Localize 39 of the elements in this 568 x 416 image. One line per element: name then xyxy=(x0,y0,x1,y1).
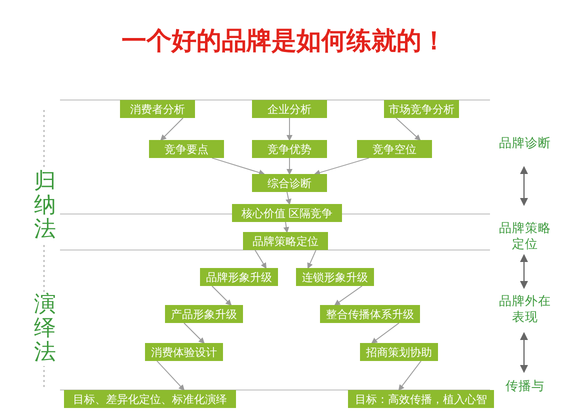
stage-label: 品牌策略定位 xyxy=(499,220,551,252)
arrow xyxy=(156,360,185,391)
process-box: 竞争优势 xyxy=(252,140,327,158)
process-box: 产品形象升级 xyxy=(165,305,243,323)
arrow xyxy=(254,250,267,269)
process-box: 品牌策略定位 xyxy=(243,232,328,250)
process-box: 综合诊断 xyxy=(252,174,327,192)
process-box: 竞争要点 xyxy=(149,140,224,158)
arrow xyxy=(307,250,316,269)
method-label: 归纳法 xyxy=(34,170,56,243)
title: 一个好的品牌是如何练就的！ xyxy=(120,25,448,57)
process-box: 品牌形象升级 xyxy=(200,268,278,286)
arrow xyxy=(184,322,205,344)
process-box: 市场竞争分析 xyxy=(384,100,459,118)
stage-label: 品牌诊断 xyxy=(499,135,551,151)
arrow xyxy=(160,118,184,141)
arrow xyxy=(283,222,290,233)
arrow xyxy=(314,158,370,176)
process-box: 目标、差异化定位、标准化演绎 xyxy=(64,390,236,408)
arrow xyxy=(212,286,232,306)
process-box: 消费体验设计 xyxy=(145,343,223,361)
process-box: 招商策划协助 xyxy=(360,343,438,361)
process-box: 消费者分析 xyxy=(120,100,195,118)
arrow xyxy=(286,158,292,175)
process-box: 整合传播体系升级 xyxy=(320,305,420,323)
process-box: 连锁形象升级 xyxy=(296,268,374,286)
arrow xyxy=(398,360,422,391)
stage-label: 品牌外在表现 xyxy=(499,293,551,324)
process-box: 竞争空位 xyxy=(357,140,432,158)
process-box: 目标：高效传播，植入心智 xyxy=(348,390,494,408)
process-box: 企业分析 xyxy=(252,100,327,118)
arrow xyxy=(286,192,292,205)
arrow xyxy=(371,322,400,344)
arrow xyxy=(286,118,292,141)
method-label: 演绎法 xyxy=(34,293,56,366)
arrow xyxy=(396,118,421,141)
arrow xyxy=(212,158,265,176)
process-box: 核心价值 区隔竞争 xyxy=(232,204,342,222)
arrow xyxy=(334,286,362,306)
